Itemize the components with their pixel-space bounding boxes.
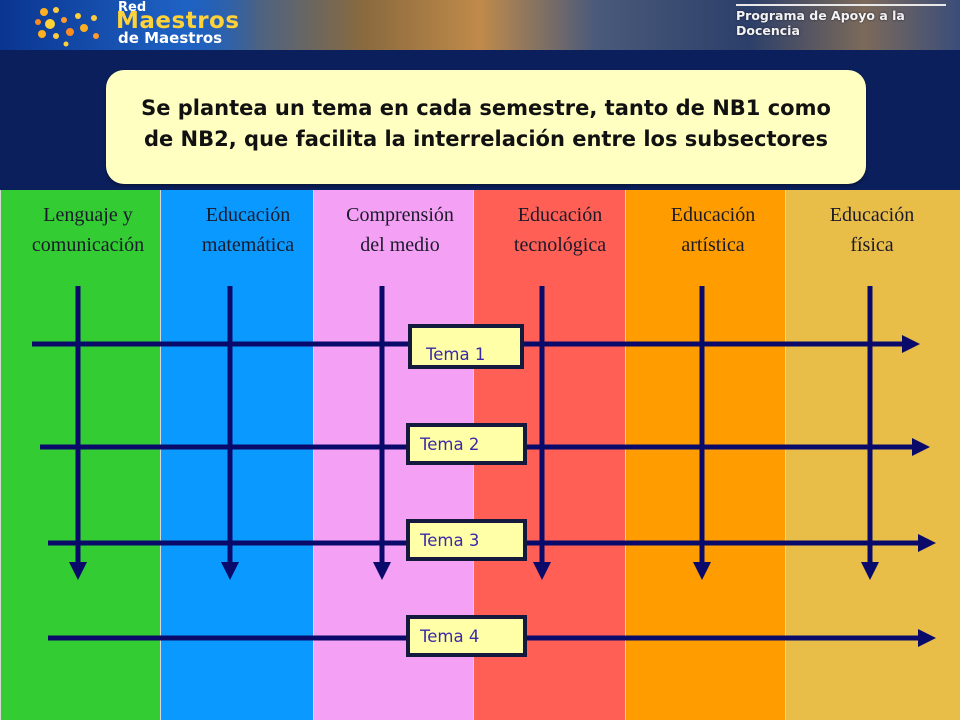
- subject-label-line1: Comprensión: [346, 204, 454, 226]
- vertical-arrow-artistica: [693, 286, 711, 580]
- subject-label-line1: Lenguaje y: [43, 204, 133, 226]
- subject-label-line2: artística: [681, 234, 745, 256]
- column-matematica: [160, 190, 313, 720]
- subject-label-line2: del medio: [360, 234, 440, 256]
- program-name: Programa de Apoyo a la Docencia: [736, 8, 905, 38]
- vertical-arrow-medio: [373, 286, 391, 580]
- vertical-arrow-matematica: [221, 286, 239, 580]
- subject-label-line2: comunicación: [31, 234, 145, 256]
- logo-de-maestros-text: de Maestros: [118, 29, 223, 47]
- theme-label: Tema 2: [420, 434, 480, 454]
- theme-box-4: Tema 4: [406, 615, 527, 657]
- theme-label: Tema 4: [420, 626, 480, 646]
- subject-label-fisica: Educación física: [792, 200, 952, 260]
- vertical-arrow-fisica: [861, 286, 879, 580]
- logo-red-text: Red: [118, 0, 147, 15]
- subject-label-line1: Educación: [205, 204, 291, 226]
- logo-dots-icon: [35, 7, 99, 47]
- program-divider: [736, 4, 946, 6]
- subject-label-medio: Comprensión del medio: [320, 200, 480, 260]
- subject-label-line2: matemática: [201, 234, 295, 256]
- vertical-arrow-tecnologica: [533, 286, 551, 580]
- subject-label-line2: física: [850, 234, 894, 256]
- theme-box-1: Tema 1: [408, 324, 524, 369]
- subject-label-lenguaje: Lenguaje y comunicación: [8, 200, 168, 260]
- slide-title: Se plantea un tema en cada semestre, tan…: [141, 96, 831, 151]
- theme-box-2: Tema 2: [406, 423, 527, 465]
- subject-label-line1: Educación: [517, 204, 603, 226]
- theme-label: Tema 1: [426, 345, 486, 364]
- subject-label-matematica: Educación matemática: [168, 200, 328, 260]
- subject-label-line1: Educación: [670, 204, 756, 226]
- header-banner: Red Maestros de Maestros Programa de Apo…: [0, 0, 960, 50]
- column-artistica: [625, 190, 785, 720]
- vertical-arrow-lenguaje: [69, 286, 87, 580]
- title-box: Se plantea un tema en cada semestre, tan…: [106, 70, 866, 184]
- subject-label-line1: Educación: [829, 204, 915, 226]
- subject-label-line2: tecnológica: [513, 234, 607, 256]
- theme-label: Tema 3: [420, 530, 480, 550]
- subject-label-artistica: Educación artística: [633, 200, 793, 260]
- theme-box-3: Tema 3: [406, 519, 527, 561]
- logo-maestros-text: Maestros: [116, 8, 240, 34]
- subject-label-tecnologica: Educación tecnológica: [480, 200, 640, 260]
